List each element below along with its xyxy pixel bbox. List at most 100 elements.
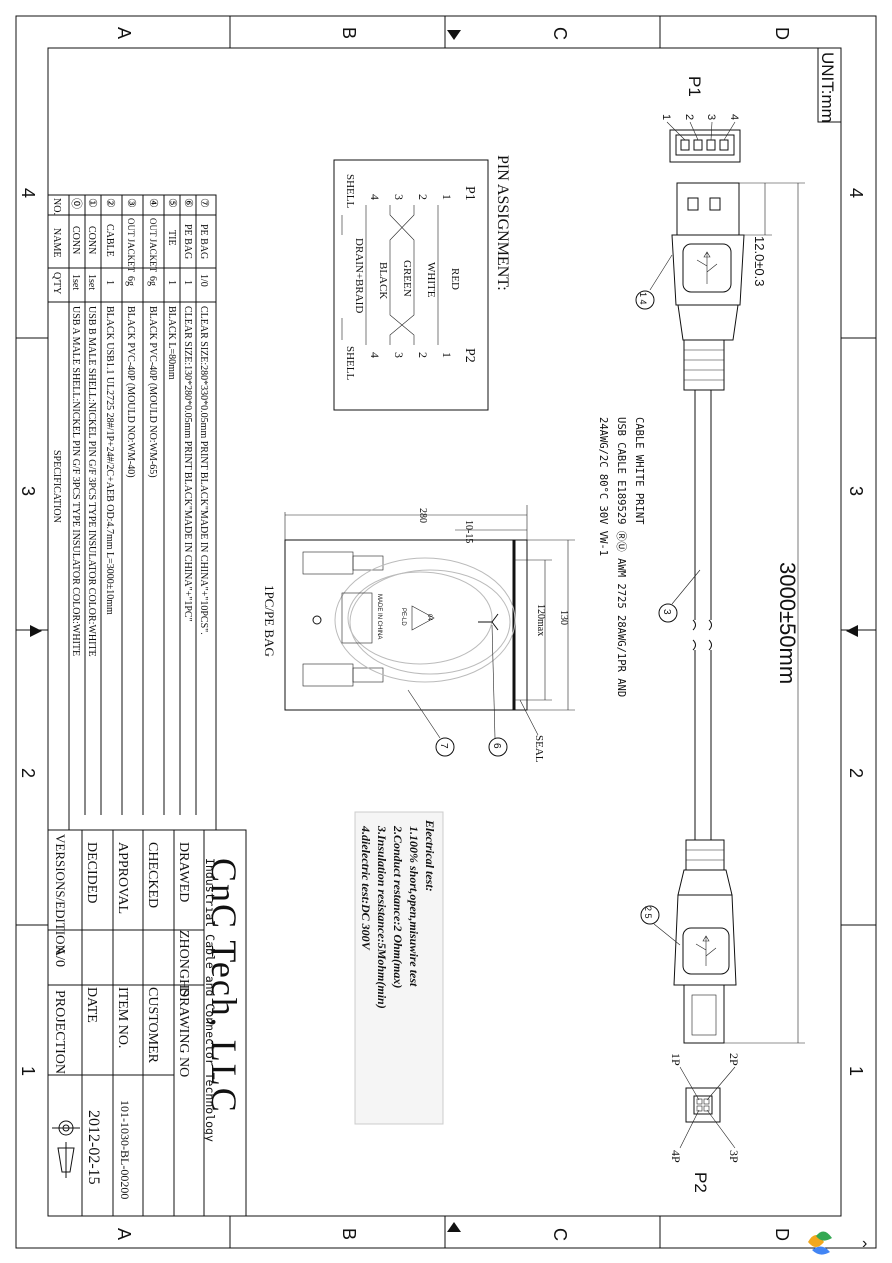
- spec-row-no: ②: [104, 198, 116, 208]
- bag-height: 130: [558, 610, 569, 625]
- zone-letter: B: [339, 27, 359, 39]
- electrical-test-line: 1.100% short,open,misuwire test: [407, 826, 421, 987]
- pin-header-left: P1: [462, 186, 477, 201]
- p1-pin: 1: [660, 114, 672, 120]
- viewer-logo-icon: [808, 1231, 832, 1255]
- projection-label: PROJECTION: [52, 990, 67, 1074]
- next-page-icon[interactable]: ›: [862, 1235, 867, 1252]
- spec-row-name: CABLE: [104, 224, 115, 257]
- callout-14-label: 1 4: [638, 292, 648, 305]
- pin-right: 4: [368, 352, 382, 358]
- callout-14: [635, 290, 655, 310]
- spec-title: SPECIFICATION: [51, 450, 62, 523]
- pin-left: 4: [368, 194, 382, 200]
- usb-b-face: [679, 1066, 736, 1149]
- bag-seal-offset: 10-15: [463, 520, 474, 543]
- zone-letter: A: [114, 1228, 134, 1240]
- dim-overall: [724, 182, 805, 1044]
- cable-print-line: 24AWG/2C 80°C 30V VW-1: [597, 417, 609, 556]
- spec-row-name: TIE: [166, 230, 177, 246]
- date-value: 2012-02-15: [85, 1110, 102, 1185]
- center-mark-bottom: [447, 1222, 461, 1232]
- zone-ticks: [16, 16, 876, 1248]
- cable: [692, 390, 712, 840]
- bag-width: 280: [417, 508, 428, 523]
- pin-right: SHELL: [344, 346, 356, 381]
- zone-letter: C: [550, 1228, 570, 1241]
- pin-left: 3: [392, 194, 406, 200]
- pin-right: 2: [416, 352, 430, 358]
- cable-print-line: USB CABLE E189529 ⓇⓊ AWM 2725 28AWG/1PR …: [615, 417, 627, 697]
- spec-row-name: PE BAG: [182, 224, 193, 259]
- version-value: A/0: [52, 946, 67, 967]
- zone-number: 3: [18, 486, 38, 496]
- spec-row-qty: 1: [166, 280, 177, 285]
- pin-assignment-box: [333, 159, 489, 411]
- electrical-test-line: 3.Insulation resistance:5Mohm(min): [375, 825, 389, 1009]
- zone-number: 4: [18, 188, 38, 198]
- zone-letter: A: [114, 27, 134, 39]
- spec-row-qty: 1/0: [198, 274, 209, 287]
- spec-row-name: PE BAG: [198, 224, 209, 259]
- usb-a-face: [666, 121, 741, 163]
- p2-pin: 3P: [727, 1150, 741, 1163]
- pin-rows-left: 1 2 3 4 SHELL: [344, 174, 454, 209]
- usb-b-plug: [673, 839, 737, 1044]
- spec-row-qty: 1: [182, 280, 193, 285]
- company-name: CnC Tech, LLC: [204, 858, 244, 1114]
- pin-right: 3: [392, 352, 406, 358]
- spec-row-no: ③: [125, 198, 137, 208]
- spec-row-spec: USB B MALE SHELL:NICKEL PIN G/F 3PCS TYP…: [86, 306, 97, 657]
- spec-row-qty: 1set: [86, 274, 97, 290]
- made-in-china: MADE IN CHINA: [376, 594, 382, 639]
- unit-box: [817, 47, 842, 123]
- spec-rows: ⑦ PE BAG 1/0 CLEAR SIZE:280*330*0.05mm P…: [70, 198, 210, 657]
- checked-label: CHECKED: [145, 842, 160, 908]
- decided-label: DECIDED: [84, 842, 99, 903]
- zone-number: 3: [846, 486, 866, 496]
- bag-label: 1PC/PE BAG: [262, 585, 277, 657]
- spec-table: [47, 194, 217, 831]
- pin-rows-right: 1 2 3 4 SHELL: [344, 346, 454, 381]
- spec-row-spec: USB A MALE SHELL:NICKEL PIN G/F 3PCS TYP…: [70, 306, 81, 656]
- zone-letter: D: [772, 1228, 792, 1241]
- electrical-test-title: Electrical test:: [423, 819, 437, 892]
- date-label: DATE: [84, 987, 99, 1023]
- center-mark-top: [447, 30, 461, 40]
- pin-wires: [341, 205, 439, 345]
- spec-row-no: ⓪: [70, 198, 83, 209]
- spec-header-qty: Q'TY: [51, 272, 62, 294]
- drawed-label: DRAWED: [176, 842, 191, 902]
- drawed-value: ZHONGHS: [176, 930, 191, 997]
- center-mark-left: [30, 625, 42, 637]
- spec-header: NO. NAME Q'TY SPECIFICATION: [51, 198, 62, 523]
- callout-25: [640, 905, 660, 925]
- pin-header-right: P2: [462, 348, 477, 363]
- p1-label: P1: [685, 76, 704, 97]
- spec-row-spec: BLACK USB1.1 UL2725 28#/1P+24#/2C+AEB OD…: [104, 306, 115, 615]
- spec-row-no: ④: [147, 198, 159, 208]
- callout-7-label: 7: [438, 743, 449, 749]
- spec-row-name: OUT JACKET: [126, 218, 136, 273]
- p2-pin: 2P: [727, 1053, 741, 1066]
- spec-row-name: CONN: [86, 226, 97, 254]
- head-length: 12.0±0.3: [752, 236, 767, 287]
- zone-letter: C: [550, 27, 570, 40]
- callout-3: [658, 603, 678, 623]
- customer-label: CUSTOMER: [145, 987, 160, 1064]
- spec-row-no: ⑥: [182, 198, 194, 208]
- center-mark-right: [846, 625, 858, 637]
- callout-6: [488, 737, 508, 757]
- electrical-test-box: [354, 811, 444, 1125]
- wire-color: RED: [449, 268, 461, 290]
- spec-row-spec: BLACK PVC-40P (MOULD NO:WM-40): [125, 306, 136, 478]
- zone-letter: D: [772, 27, 792, 40]
- callout-6-label: 6: [491, 743, 502, 749]
- title-block: [47, 829, 247, 1217]
- pin-right: 1: [440, 352, 454, 358]
- usb-a-plug: [671, 182, 745, 391]
- spec-row-spec: BLACK PVC-40P (MOULD NO:WM-65): [147, 306, 158, 478]
- electrical-test-line: 4.dielectric test:DC 300V: [359, 825, 373, 951]
- spec-row-name: CONN: [70, 226, 81, 254]
